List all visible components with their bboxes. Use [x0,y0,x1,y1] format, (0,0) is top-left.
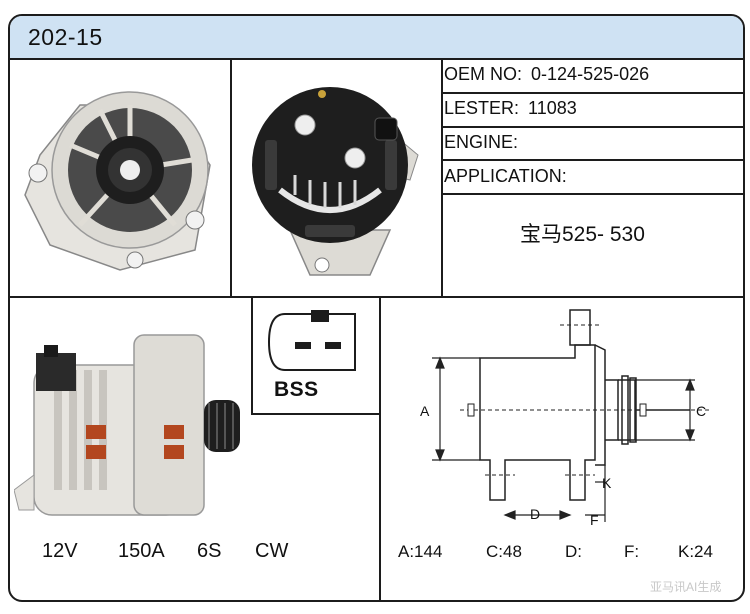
dim-label-d: D [530,506,540,522]
dim-label-k: K [602,475,612,491]
divider-v-right-top [441,58,443,296]
alternator-rear-image [252,87,419,276]
oem-row: OEM NO: 0-124-525-026 [444,64,649,85]
dim-f-value: F: [624,542,640,561]
divider-spec-3 [441,159,743,161]
part-number-title: 202-15 [28,24,103,50]
divider-h-mid [10,296,743,298]
rating-current: 150A [118,540,165,562]
divider-spec-1 [441,92,743,94]
watermark-text: 亚马讯AI生成 [650,580,722,594]
lester-label: LESTER: [444,98,520,118]
engine-label: ENGINE: [444,132,519,152]
alternator-front-image [24,91,211,271]
application-value: 宝马525- 530 [520,223,645,246]
divider-v-left-top [230,58,232,296]
alternator-side-image [14,334,240,516]
oem-value: 0-124-525-026 [531,64,650,84]
oem-label: OEM NO: [444,64,523,84]
divider-spec-2 [441,126,743,128]
lester-row: LESTER: 11083 [444,98,577,119]
connector-box-bottom [251,413,381,415]
rating-rotation: CW [255,540,289,562]
lester-value: 11083 [528,98,577,118]
header-bar: 202-15 [10,16,743,60]
divider-spec-4 [441,193,743,195]
dim-label-c: C [696,403,706,419]
dim-d-value: D: [565,542,582,561]
divider-v-bottom [379,296,381,600]
connector-box-left [251,296,253,413]
rating-voltage: 12V [42,540,78,562]
connector-label: BSS [274,378,319,401]
dim-c-value: C:48 [486,542,522,561]
application-label: APPLICATION: [444,166,567,186]
rating-pulley: 6S [197,540,222,562]
application-row: APPLICATION: [444,166,567,187]
dim-label-a: A [420,403,430,419]
connector-plug-icon [267,310,356,371]
dim-a-value: A:144 [398,542,443,561]
dimension-drawing: A C D K F [420,309,710,528]
engine-row: ENGINE: [444,132,523,153]
dim-label-f: F [590,512,599,528]
dim-k-value: K:24 [678,542,713,561]
